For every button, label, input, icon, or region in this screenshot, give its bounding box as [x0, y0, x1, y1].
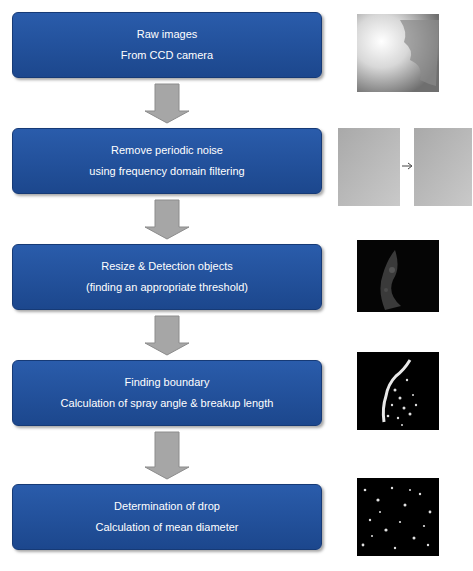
process-box: Finding boundaryCalculation of spray ang… — [12, 360, 322, 426]
process-box: Remove periodic noise using frequency dom… — [12, 128, 322, 194]
block-arrow — [145, 200, 189, 239]
box-text: (finding an appropriate threshold) — [86, 280, 248, 295]
block-arrow — [145, 84, 189, 123]
boundary-thumb — [357, 352, 439, 430]
box-text: Resize & Detection objects — [101, 259, 232, 274]
drops-thumb — [357, 478, 439, 556]
detection-thumb — [357, 240, 439, 312]
filter-thumbs — [338, 128, 472, 206]
box-text: Determination of drop — [114, 499, 220, 514]
box-text: Calculation of spray angle & breakup len… — [61, 396, 274, 411]
box-text: Remove periodic noise — [111, 143, 223, 158]
raw-image-thumb — [357, 14, 439, 92]
box-text: Raw images — [137, 27, 198, 42]
box-text: Calculation of mean diameter — [95, 520, 238, 535]
box-text: using frequency domain filtering — [89, 164, 244, 179]
process-box: Raw imagesFrom CCD camera — [12, 12, 322, 78]
box-text: Finding boundary — [124, 375, 209, 390]
process-box: Resize & Detection objects (finding an ap… — [12, 244, 322, 310]
process-box: Determination of dropCalculation of mean… — [12, 484, 322, 550]
box-text: From CCD camera — [121, 48, 213, 63]
block-arrow — [145, 316, 189, 355]
block-arrow — [145, 432, 189, 479]
